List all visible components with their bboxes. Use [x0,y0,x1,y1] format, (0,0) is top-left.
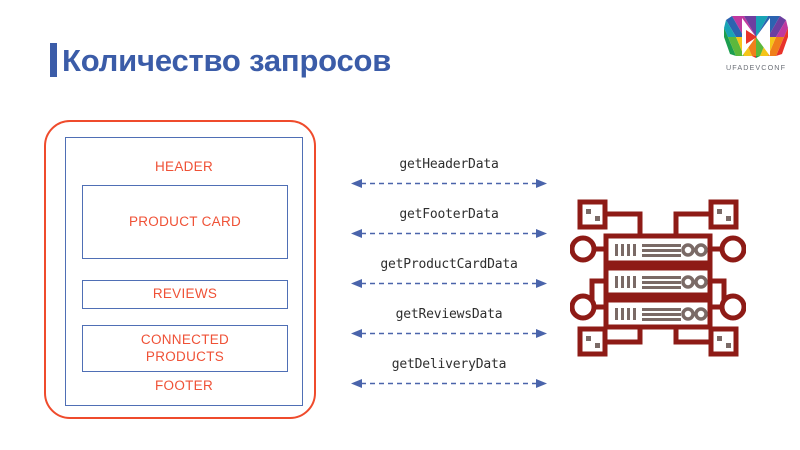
page-title: Количество запросов [50,38,391,82]
api-request-row: getProductCardData [348,258,550,308]
wireframe-label-reviews: REVIEWS [152,286,218,302]
api-request-label: getFooterData [399,207,499,222]
wireframe-label-footer: FOOTER [154,378,214,394]
ufadevconf-logo: UFADEVCONF [722,12,790,74]
bidirectional-arrow-icon [351,229,547,238]
wireframe-label-header: HEADER [154,159,214,174]
title-accent-bar [50,43,57,77]
api-request-label: getDeliveryData [391,357,507,372]
bidirectional-arrow-icon [351,279,547,288]
bidirectional-arrow-icon [351,179,547,188]
page-frame: HEADER PRODUCT CARD REVIEWS CONNECTED PR… [65,137,303,406]
bidirectional-arrow-icon [351,329,547,338]
api-request-list: getHeaderData getFooterData getProductCard… [348,158,550,408]
bidirectional-arrow-icon [351,379,547,388]
logo-butterfly-icon [724,16,788,58]
api-request-row: getDeliveryData [348,358,550,408]
wireframe-block-product-card: PRODUCT CARD [82,185,288,259]
product-page-wireframe: HEADER PRODUCT CARD REVIEWS CONNECTED PR… [44,120,316,419]
logo-wordmark: UFADEVCONF [725,63,787,72]
wireframe-block-connected-products: CONNECTED PRODUCTS [82,325,288,372]
api-request-row: getHeaderData [348,158,550,208]
api-request-label: getProductCardData [380,257,518,272]
wireframe-label-product-card: PRODUCT CARD [128,213,242,229]
wireframe-label-connected-products: CONNECTED PRODUCTS [140,331,230,364]
wireframe-block-reviews: REVIEWS [82,280,288,309]
api-request-label: getHeaderData [399,157,499,172]
api-request-label: getReviewsData [395,307,503,322]
server-rack-icon [569,193,747,363]
api-request-row: getReviewsData [348,308,550,358]
api-request-row: getFooterData [348,208,550,258]
title-text: Количество запросов [62,42,392,78]
